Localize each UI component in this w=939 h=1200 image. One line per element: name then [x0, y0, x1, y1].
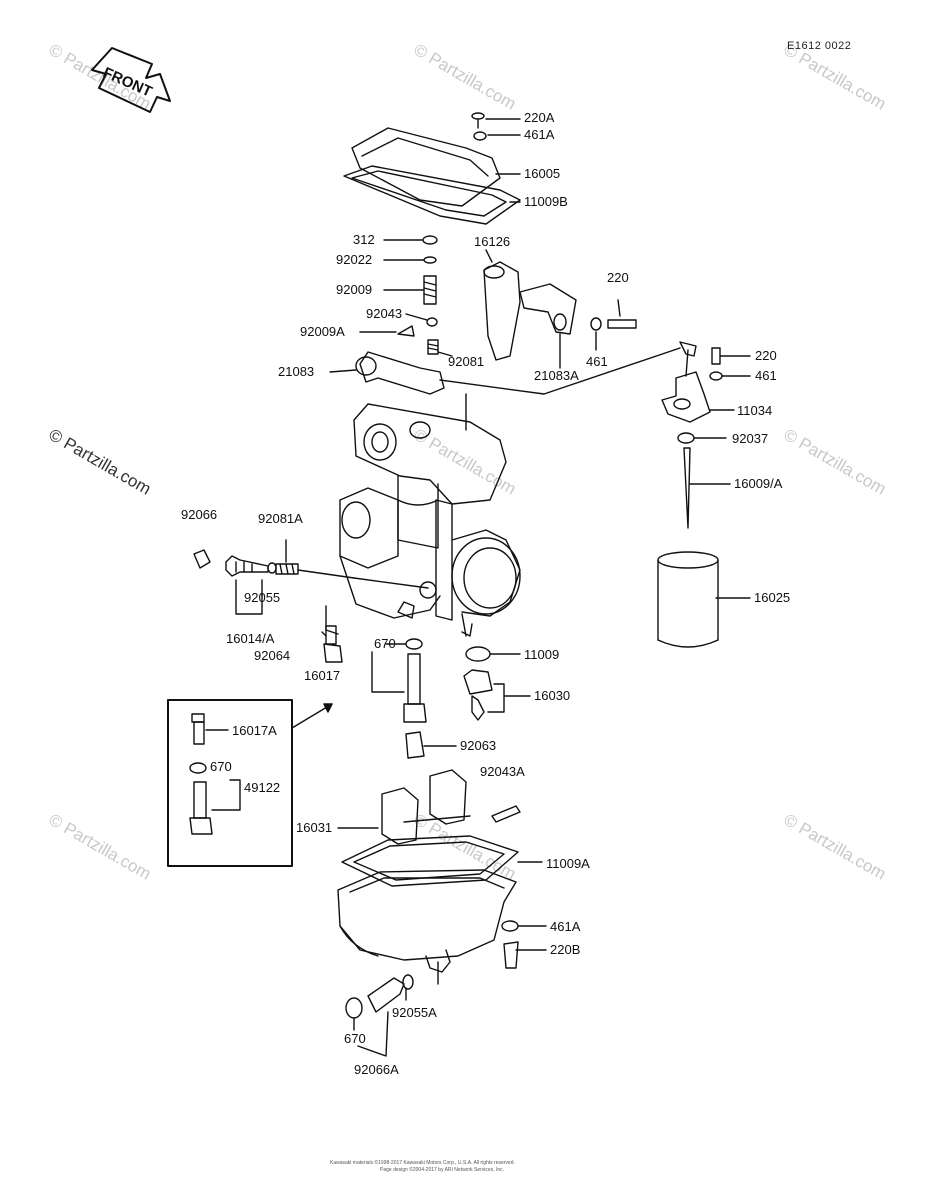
top-cover-16005-icon: [343, 127, 521, 225]
label-220b: 220B: [550, 942, 581, 957]
label-220-right: 220: [755, 348, 777, 363]
label-92009: 92009: [336, 282, 373, 297]
label-92055: 92055: [244, 590, 281, 605]
needle-16009-icon: [677, 432, 731, 529]
label-670-mid: 670: [374, 636, 396, 651]
jet-92063-icon: [405, 731, 457, 759]
float-bowl-icon: [337, 869, 517, 985]
carburetor-body-icon: [339, 403, 521, 637]
main-jet-16030-icon: [463, 646, 531, 721]
label-461a-bot: 461A: [550, 919, 581, 934]
label-312: 312: [353, 232, 375, 247]
label-16014a: 16014/A: [226, 631, 275, 646]
front-label: FRONT: [100, 64, 154, 101]
label-670-box: 670: [210, 759, 232, 774]
label-461a-top: 461A: [524, 127, 555, 142]
label-92037: 92037: [732, 431, 769, 446]
diagram-code: E1612 0022: [787, 40, 852, 52]
label-92081: 92081: [448, 354, 485, 369]
label-16005: 16005: [524, 166, 561, 181]
label-92043a: 92043A: [480, 764, 525, 779]
front-arrow-icon: [91, 47, 171, 113]
screw-220a-icon: [471, 112, 521, 141]
needle-stack-icon: [359, 235, 453, 357]
label-16025: 16025: [754, 590, 791, 605]
label-16126: 16126: [474, 234, 511, 249]
label-220a: 220A: [524, 110, 555, 125]
label-16031: 16031: [296, 820, 333, 835]
label-92066: 92066: [181, 507, 218, 522]
gasket-11009a-icon: [341, 835, 543, 887]
label-11009a: 11009A: [546, 856, 590, 871]
jet-16017-icon: [321, 605, 343, 663]
slide-16025-icon: [657, 551, 751, 648]
label-461-right: 461: [755, 368, 777, 383]
copyright-line-1: Kawasaki materials ©1998-2017 Kawasaki M…: [330, 1160, 515, 1166]
label-92043: 92043: [366, 306, 403, 321]
label-92022: 92022: [336, 252, 373, 267]
label-11009b: 11009B: [524, 194, 568, 209]
copyright-line-2: Page design ©2004-2017 by ARI Network Se…: [380, 1167, 505, 1173]
screw-220-icon: [590, 299, 637, 351]
label-670-bot: 670: [344, 1031, 366, 1046]
label-21083a: 21083A: [534, 368, 579, 383]
idle-screw-icon: [193, 539, 429, 615]
label-11009: 11009: [524, 647, 560, 662]
arm-21083-icon: [329, 347, 681, 431]
label-16017: 16017: [304, 668, 341, 683]
lever-16126-icon: [483, 249, 577, 369]
label-92064: 92064: [254, 648, 291, 663]
bracket-11034-icon: [661, 341, 751, 423]
inset-box-icon: [167, 699, 293, 867]
label-92066a: 92066A: [354, 1062, 399, 1077]
label-92063: 92063: [460, 738, 497, 753]
emulsion-tube-icon: [371, 638, 427, 723]
label-21083: 21083: [278, 364, 315, 379]
label-92055a: 92055A: [392, 1005, 437, 1020]
label-92009a: 92009A: [300, 324, 345, 339]
label-49122: 49122: [244, 780, 281, 795]
pin-92043a-icon: [491, 805, 521, 823]
label-16030: 16030: [534, 688, 571, 703]
label-92081a: 92081A: [258, 511, 303, 526]
label-11034: 11034: [737, 403, 773, 418]
label-16017a: 16017A: [232, 723, 277, 738]
pointer-arrow-icon: [291, 703, 333, 729]
drain-screw-icon: [345, 974, 414, 1057]
screw-220b-icon: [501, 920, 547, 969]
label-16009a: 16009/A: [734, 476, 783, 491]
label-220-top: 220: [607, 270, 629, 285]
label-461-mid: 461: [586, 354, 608, 369]
float-16031-icon: [337, 769, 471, 845]
